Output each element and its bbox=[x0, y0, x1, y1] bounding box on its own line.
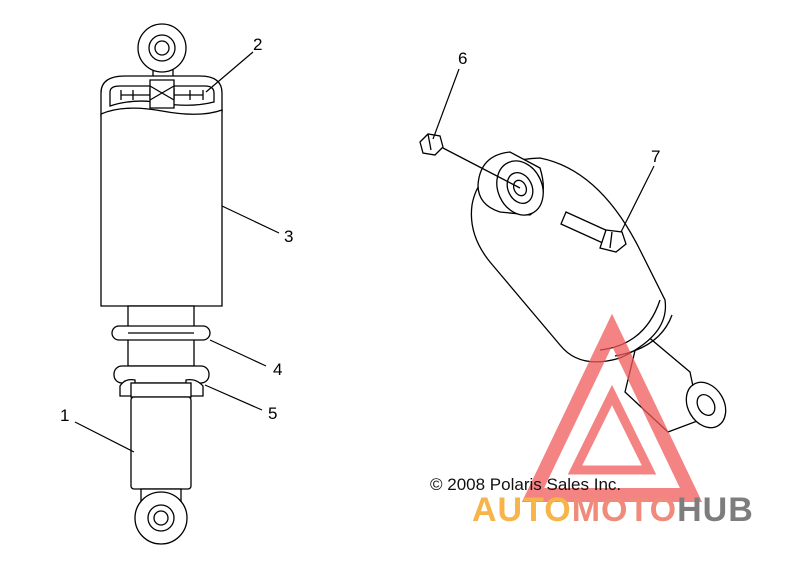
body-part-3 bbox=[100, 107, 223, 307]
callout-1: 1 bbox=[60, 406, 69, 425]
watermark-part-auto: AUTO bbox=[472, 491, 572, 529]
leader-lines bbox=[74, 51, 655, 453]
shock-absorber-front-view bbox=[100, 23, 223, 545]
callout-5: 5 bbox=[268, 404, 277, 423]
shock-absorber-side-view bbox=[419, 133, 727, 433]
callout-2: 2 bbox=[253, 35, 262, 54]
spring-seat-part-4 bbox=[111, 325, 211, 341]
nut-part-6 bbox=[419, 133, 444, 156]
watermark-triangle-icon bbox=[521, 313, 703, 502]
top-cap-part-2 bbox=[100, 75, 223, 117]
callout-4: 4 bbox=[273, 360, 282, 379]
top-eyelet bbox=[137, 23, 187, 83]
lower-body-part-1 bbox=[130, 396, 192, 490]
callout-7: 7 bbox=[651, 147, 660, 166]
watermark-part-hub: HUB bbox=[677, 491, 754, 529]
callout-6: 6 bbox=[458, 49, 467, 68]
copyright-text: © 2008 Polaris Sales Inc. bbox=[430, 475, 621, 494]
bolt-part-7 bbox=[560, 211, 627, 253]
watermark-part-moto: MOTO bbox=[572, 491, 677, 529]
watermark-inner-triangle-icon bbox=[567, 384, 657, 475]
bottom-eyelet bbox=[134, 491, 188, 545]
callout-3: 3 bbox=[284, 227, 293, 246]
side-top-eyelet bbox=[477, 151, 544, 216]
callout-labels: 1 2 3 4 5 6 7 bbox=[60, 35, 660, 425]
spring-seat-part-5 bbox=[113, 365, 210, 398]
watermark-brand: AUTOMOTOHUB bbox=[472, 491, 754, 529]
